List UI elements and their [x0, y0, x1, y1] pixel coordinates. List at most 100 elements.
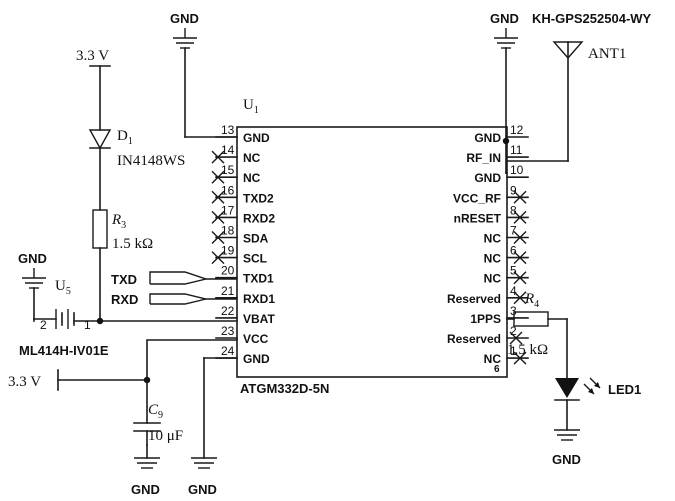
svg-text:5: 5 — [510, 264, 517, 278]
svg-text:GND: GND — [188, 482, 217, 497]
svg-text:TXD2: TXD2 — [243, 191, 274, 205]
svg-text:NC: NC — [484, 252, 502, 266]
chip-pin-right: 5NC — [484, 264, 529, 286]
svg-text:VBAT: VBAT — [243, 312, 275, 326]
left-pin-group: 13GND14NC15NC16TXD217RXD218SDA19SCL20TXD… — [211, 123, 275, 366]
svg-text:RF_IN: RF_IN — [466, 151, 501, 165]
svg-text:NC: NC — [484, 232, 502, 246]
svg-text:16: 16 — [221, 183, 235, 197]
pin6-mark: 6 — [494, 364, 500, 375]
svg-text:1: 1 — [510, 344, 517, 358]
chip-pin-right: 8 nRESET — [454, 203, 529, 225]
svg-text:4: 4 — [510, 284, 517, 298]
led-led1: LED1 — [554, 377, 641, 401]
svg-text:D1: D1 — [117, 128, 133, 147]
capacitor-c9: C9 10 μF — [133, 379, 183, 446]
svg-text:SCL: SCL — [243, 252, 267, 266]
svg-text:TXD: TXD — [111, 272, 137, 287]
svg-text:3.3 V: 3.3 V — [76, 48, 109, 64]
svg-text:VCC: VCC — [243, 332, 269, 346]
svg-text:19: 19 — [221, 244, 235, 258]
svg-text:18: 18 — [221, 224, 235, 238]
svg-text:10 μF: 10 μF — [148, 428, 183, 444]
svg-text:23: 23 — [221, 324, 235, 338]
svg-text:6: 6 — [510, 244, 517, 258]
svg-text:Reserved: Reserved — [447, 292, 501, 306]
svg-text:NC: NC — [484, 352, 502, 366]
gnd-symbol-pin24: GND — [188, 357, 238, 497]
antenna-ant1: KH-GPS252504-WY ANT1 — [506, 11, 652, 162]
svg-text:13: 13 — [221, 123, 235, 137]
svg-text:RXD1: RXD1 — [243, 292, 275, 306]
svg-text:17: 17 — [221, 203, 235, 217]
chip-pin-right: 7NC — [484, 224, 529, 246]
svg-text:RXD: RXD — [111, 292, 138, 307]
svg-text:NC: NC — [484, 272, 502, 286]
svg-text:RXD2: RXD2 — [243, 211, 275, 225]
chip-pin-right: 1NC — [484, 344, 529, 366]
svg-text:1.5 kΩ: 1.5 kΩ — [112, 236, 153, 252]
svg-text:nRESET: nRESET — [454, 211, 502, 225]
gnd-symbol-u5: GND — [18, 251, 47, 320]
right-pin-group: 12GND11RF_IN10GND9VCC_RF8nRESET7NC6NC5NC… — [447, 123, 529, 366]
svg-text:GND: GND — [131, 482, 160, 497]
chip-part-label: ATGM332D-5N — [240, 381, 329, 396]
svg-text:8: 8 — [510, 203, 517, 217]
gnd-symbol-led: GND — [552, 399, 581, 467]
svg-text:ML414H-IV01E: ML414H-IV01E — [19, 343, 109, 358]
svg-text:GND: GND — [474, 171, 501, 185]
svg-text:GND: GND — [490, 11, 519, 26]
svg-text:12: 12 — [510, 123, 524, 137]
svg-text:2: 2 — [510, 324, 517, 338]
svg-text:11: 11 — [510, 143, 523, 157]
chip-ref: U1 — [243, 97, 259, 116]
svg-text:21: 21 — [221, 284, 235, 298]
svg-text:10: 10 — [510, 163, 524, 177]
svg-text:VCC_RF: VCC_RF — [453, 191, 501, 205]
svg-text:GND: GND — [474, 131, 501, 145]
svg-text:LED1: LED1 — [608, 382, 641, 397]
svg-text:3: 3 — [510, 304, 517, 318]
svg-text:GND: GND — [18, 251, 47, 266]
svg-text:14: 14 — [221, 143, 235, 157]
svg-text:1.5 kΩ: 1.5 kΩ — [507, 342, 548, 358]
svg-text:NC: NC — [243, 171, 261, 185]
svg-text:20: 20 — [221, 264, 235, 278]
svg-text:U5: U5 — [55, 278, 71, 297]
gnd-symbol-c9: GND — [131, 444, 160, 497]
svg-text:KH-GPS252504-WY: KH-GPS252504-WY — [532, 11, 652, 26]
svg-text:GND: GND — [243, 352, 270, 366]
txd-rxd-bus: TXD RXD — [111, 271, 237, 307]
vcc-3v3-input: 3.3 V — [8, 339, 238, 391]
svg-text:1PPS: 1PPS — [470, 312, 501, 326]
svg-text:C9: C9 — [148, 402, 163, 421]
svg-text:GND: GND — [243, 131, 270, 145]
svg-text:2: 2 — [40, 318, 47, 332]
svg-text:IN4148WS: IN4148WS — [117, 153, 185, 169]
svg-text:TXD1: TXD1 — [243, 272, 274, 286]
chip-pin-right: 3 1PPS — [470, 304, 529, 326]
svg-text:R4: R4 — [524, 291, 539, 310]
vcc-3v3-top: 3.3 V — [76, 48, 111, 131]
svg-text:9: 9 — [510, 183, 517, 197]
svg-text:7: 7 — [510, 224, 517, 238]
gnd-symbol-top-left: GND — [170, 11, 238, 138]
svg-text:1: 1 — [84, 318, 91, 332]
svg-text:22: 22 — [221, 304, 235, 318]
